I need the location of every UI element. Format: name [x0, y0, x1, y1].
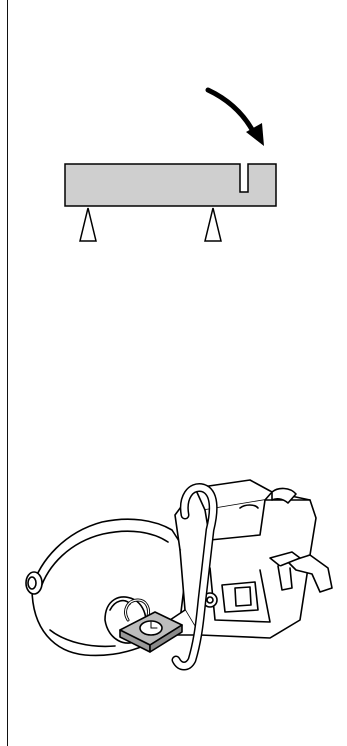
- support-cut-diagram: [50, 80, 290, 250]
- handle-bar: [171, 483, 218, 671]
- page-border-left: [7, 0, 8, 746]
- power-cutter-illustration: [10, 470, 340, 685]
- support-triangle-icon: [79, 207, 97, 242]
- padlock-icon: [119, 598, 183, 653]
- support-triangle-icon: [204, 207, 222, 242]
- power-cutter-svg: [25, 479, 333, 671]
- support-cut-diagram-svg: [64, 87, 277, 242]
- power-cutter: [169, 479, 333, 639]
- curved-arrow-icon: [205, 87, 264, 146]
- workpiece-bar: [64, 163, 277, 207]
